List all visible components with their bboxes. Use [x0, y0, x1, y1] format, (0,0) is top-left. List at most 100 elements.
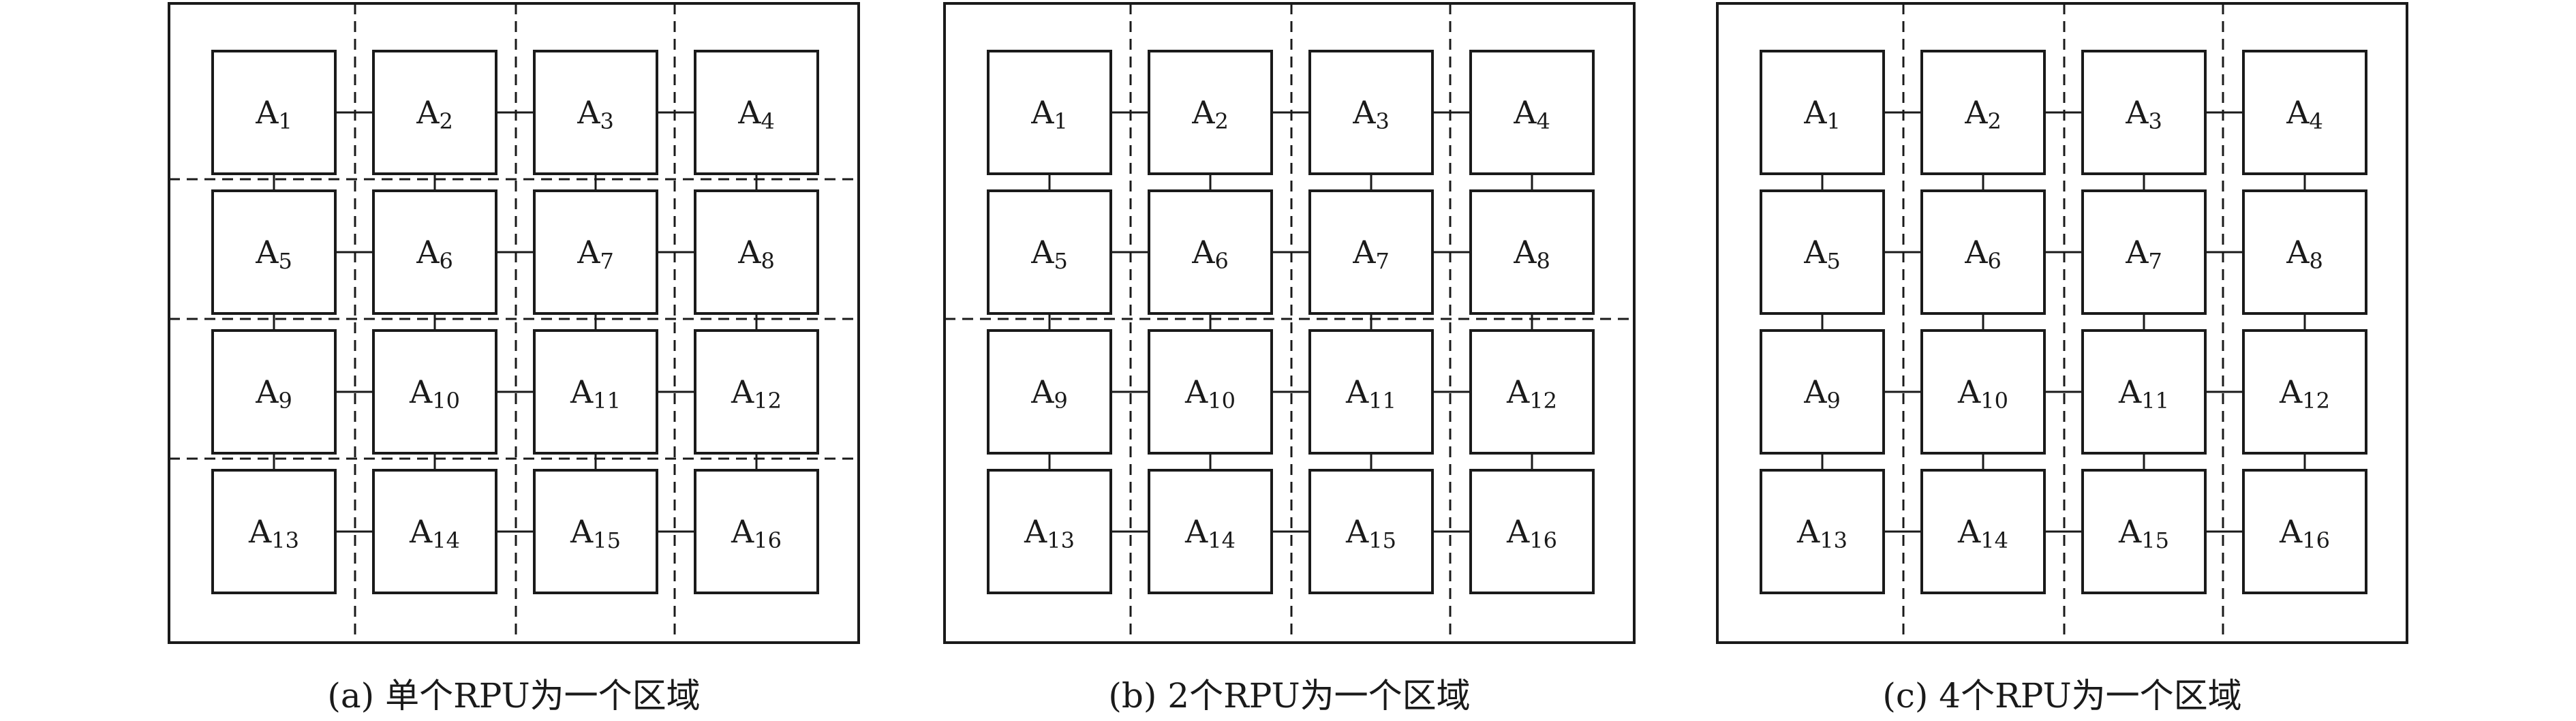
rpu-label: A13: [1796, 513, 1847, 553]
rpu-label: A8: [1513, 234, 1550, 274]
rpu-label: A3: [577, 94, 614, 134]
rpu-label: A9: [1030, 373, 1068, 414]
rpu-label: A9: [255, 373, 292, 414]
rpu-box: [694, 50, 819, 175]
rpu-label: A2: [1964, 94, 2002, 134]
rpu-box: [1920, 329, 2046, 455]
rpu-box: [211, 50, 337, 175]
rpu-label: A3: [1352, 94, 1390, 134]
rpu-box: [694, 189, 819, 315]
rpu-label: A7: [1352, 234, 1390, 274]
rpu-box: [1469, 50, 1595, 175]
rpu-label: A6: [1964, 234, 2002, 274]
rpu-box: [1148, 469, 1273, 594]
rpu-box: [372, 50, 497, 175]
rpu-box: [1148, 50, 1273, 175]
rpu-label: A11: [570, 373, 621, 414]
panel-frame: [168, 2, 860, 644]
rpu-box: [372, 189, 497, 315]
rpu-box: [2242, 469, 2367, 594]
rpu-label: A16: [1506, 513, 1557, 553]
rpu-label: A4: [2286, 94, 2323, 134]
rpu-label: A3: [2125, 94, 2162, 134]
rpu-label: A5: [1030, 234, 1068, 274]
rpu-label: A8: [737, 234, 775, 274]
rpu-box: [2242, 329, 2367, 455]
rpu-label: A15: [570, 513, 621, 553]
rpu-box: [694, 469, 819, 594]
rpu-box: [1308, 329, 1434, 455]
rpu-box: [1920, 50, 2046, 175]
rpu-box: [1760, 50, 1885, 175]
rpu-label: A15: [2118, 513, 2169, 553]
rpu-label: A7: [2125, 234, 2162, 274]
rpu-label: A1: [1030, 94, 1068, 134]
panel-caption: (a) 单个RPU为一个区域: [327, 676, 700, 716]
rpu-label: A1: [1803, 94, 1841, 134]
panel-caption: (c) 4个RPU为一个区域: [1882, 676, 2241, 716]
rpu-label: A12: [731, 373, 782, 414]
rpu-box: [1920, 469, 2046, 594]
rpu-label: A4: [1513, 94, 1550, 134]
rpu-box: [372, 469, 497, 594]
rpu-box: [1760, 189, 1885, 315]
rpu-box: [533, 50, 658, 175]
rpu-box: [2081, 469, 2207, 594]
rpu-label: A12: [1506, 373, 1557, 414]
rpu-box: [987, 329, 1112, 455]
rpu-label: A4: [737, 94, 775, 134]
rpu-label: A5: [1803, 234, 1841, 274]
rpu-label: A1: [255, 94, 292, 134]
rpu-label: A14: [409, 513, 460, 553]
panel-frame: [943, 2, 1636, 644]
rpu-label: A6: [416, 234, 453, 274]
rpu-box: [1308, 469, 1434, 594]
rpu-box: [533, 469, 658, 594]
rpu-label: A13: [248, 513, 299, 553]
rpu-box: [211, 329, 337, 455]
rpu-box: [1760, 469, 1885, 594]
rpu-label: A9: [1803, 373, 1841, 414]
rpu-box: [372, 329, 497, 455]
rpu-label: A13: [1024, 513, 1075, 553]
rpu-box: [533, 189, 658, 315]
rpu-label: A8: [2286, 234, 2323, 274]
rpu-box: [2242, 189, 2367, 315]
rpu-box: [987, 189, 1112, 315]
rpu-label: A7: [577, 234, 614, 274]
rpu-box: [1469, 189, 1595, 315]
rpu-box: [694, 329, 819, 455]
rpu-label: A6: [1191, 234, 1229, 274]
rpu-box: [1148, 189, 1273, 315]
rpu-box: [1920, 189, 2046, 315]
rpu-label: A5: [255, 234, 292, 274]
rpu-box: [2242, 50, 2367, 175]
rpu-label: A16: [2279, 513, 2330, 553]
rpu-box: [211, 189, 337, 315]
rpu-label: A10: [409, 373, 460, 414]
rpu-box: [2081, 189, 2207, 315]
rpu-box: [1469, 469, 1595, 594]
rpu-label: A16: [731, 513, 782, 553]
panel-frame: [1716, 2, 2408, 644]
rpu-box: [1308, 50, 1434, 175]
panel-caption: (b) 2个RPU为一个区域: [1108, 676, 1470, 716]
rpu-box: [1760, 329, 1885, 455]
rpu-box: [533, 329, 658, 455]
rpu-box: [987, 50, 1112, 175]
rpu-label: A15: [1345, 513, 1396, 553]
rpu-label: A12: [2279, 373, 2330, 414]
rpu-label: A2: [1191, 94, 1229, 134]
rpu-box: [987, 469, 1112, 594]
rpu-label: A14: [1957, 513, 2008, 553]
rpu-label: A2: [416, 94, 453, 134]
rpu-box: [211, 469, 337, 594]
rpu-box: [2081, 329, 2207, 455]
rpu-box: [1148, 329, 1273, 455]
rpu-label: A10: [1184, 373, 1236, 414]
rpu-label: A11: [2118, 373, 2169, 414]
